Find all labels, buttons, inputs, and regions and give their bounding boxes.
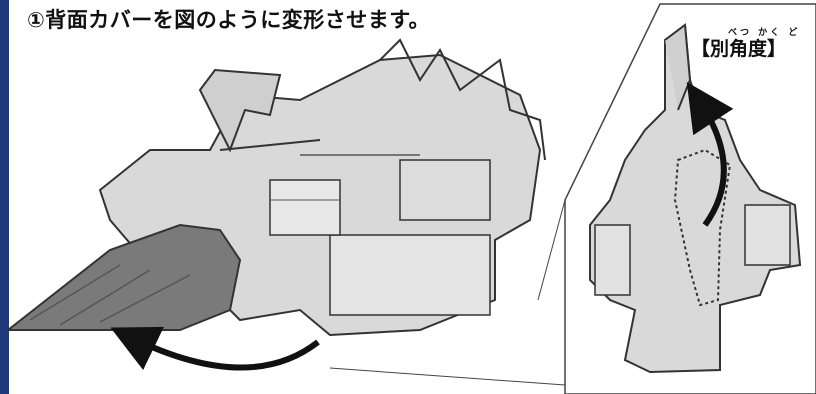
rotate-arrow <box>110 326 320 371</box>
inset-label-ruby: べつ かく ど <box>728 28 801 38</box>
step-instruction: ①背面カバーを図のように変形させます。 <box>27 8 431 32</box>
inset-label: 【別角度】 <box>691 38 787 60</box>
accent-bar <box>0 0 9 394</box>
inset-rotate-arrow <box>686 81 734 227</box>
